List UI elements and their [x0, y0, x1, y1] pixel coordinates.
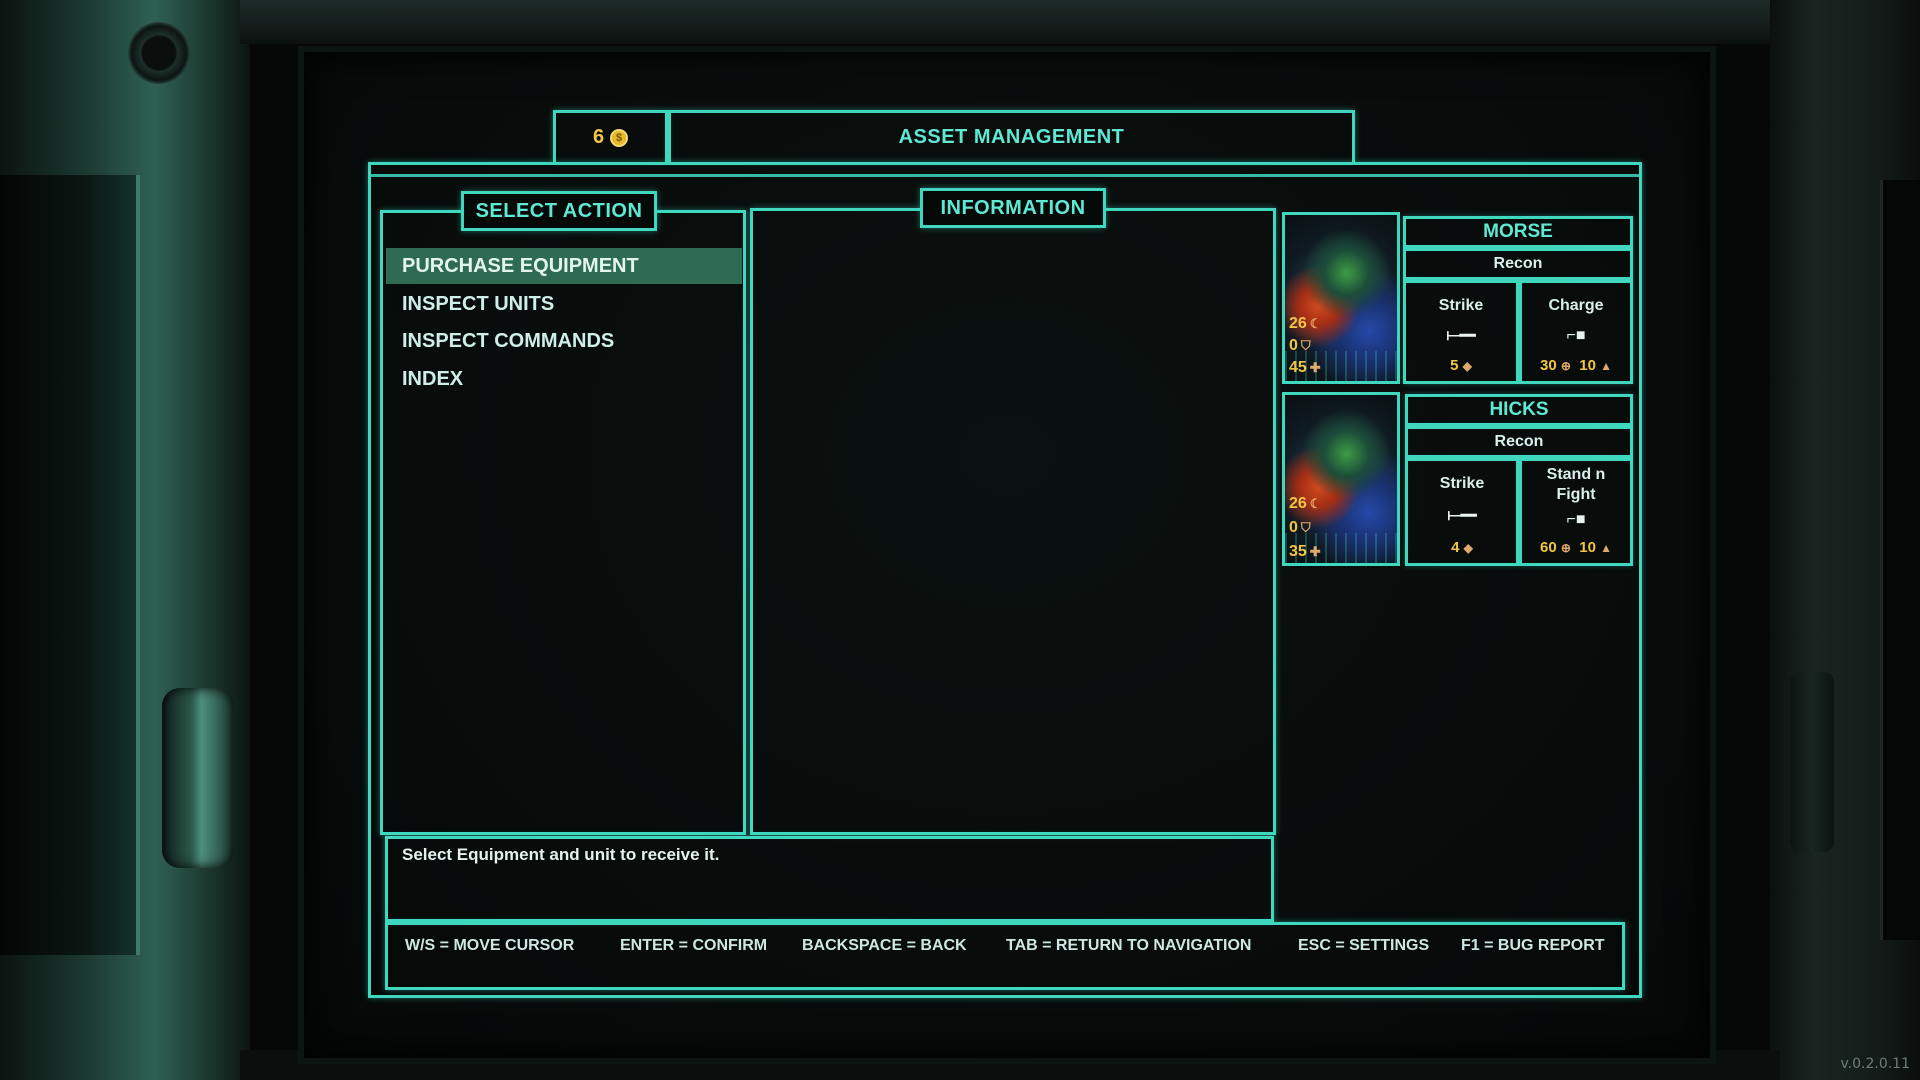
pistol-icon: ⌐■ — [1566, 511, 1586, 528]
credits-counter: 6 $ — [553, 110, 668, 162]
knife-icon: ⟝━ — [1446, 327, 1476, 344]
control-confirm: ENTER = CONFIRM — [620, 937, 768, 954]
range-icon: ▲ — [1600, 541, 1612, 555]
menu-item-index[interactable]: INDEX — [402, 367, 464, 390]
information-label: INFORMATION — [920, 188, 1106, 228]
stat-health: 45✚ — [1289, 359, 1321, 376]
monitor-bezel-top — [240, 0, 1780, 44]
health-icon: ✚ — [1309, 360, 1321, 375]
control-back: BACKSPACE = BACK — [802, 937, 967, 954]
ability-stand-n-fight[interactable]: Stand n Fight ⌐■ 60 ⊕ 10 ▲ — [1519, 458, 1633, 566]
control-bug-report: F1 = BUG REPORT — [1461, 937, 1605, 954]
controls-bar — [385, 922, 1625, 990]
unit-class: Recon — [1403, 248, 1633, 280]
damage-icon: ◆ — [1462, 359, 1472, 373]
control-return-navigation: TAB = RETURN TO NAVIGATION — [1006, 937, 1252, 954]
menu-item-inspect-commands[interactable]: INSPECT COMMANDS — [402, 329, 615, 352]
range-icon: ▲ — [1600, 359, 1612, 373]
shield-icon: ⛉ — [1300, 520, 1311, 535]
ability-strike[interactable]: Strike ⟝━ 5 ◆ — [1403, 280, 1519, 384]
menu-item-purchase-equipment[interactable]: PURCHASE EQUIPMENT — [386, 248, 742, 284]
hint-message: Select Equipment and unit to receive it. — [402, 845, 720, 864]
unit-name: HICKS — [1405, 394, 1633, 426]
credits-value: 6 — [592, 126, 605, 148]
unit-class: Recon — [1405, 426, 1633, 458]
monitor-bezel-right-slot — [1880, 180, 1920, 940]
monitor-bezel-left-edge — [0, 175, 140, 955]
accuracy-icon: ⊕ — [1560, 359, 1571, 373]
accuracy-icon: ⊕ — [1560, 541, 1571, 555]
shield-icon: ⛉ — [1300, 338, 1311, 353]
attack-icon: ☾ — [1309, 316, 1322, 331]
damage-icon: ◆ — [1463, 541, 1473, 555]
stat-attack: 26☾ — [1289, 495, 1322, 512]
control-move-cursor: W/S = MOVE CURSOR — [405, 937, 575, 954]
health-icon: ✚ — [1309, 544, 1321, 559]
bezel-handle — [162, 688, 234, 868]
screen-title: ASSET MANAGEMENT — [668, 110, 1355, 162]
frame-divider — [371, 174, 1639, 177]
stat-health: 35✚ — [1289, 543, 1321, 560]
unit-name: MORSE — [1403, 216, 1633, 248]
ability-charge[interactable]: Charge ⌐■ 30 ⊕ 10 ▲ — [1519, 280, 1633, 384]
main-frame — [368, 162, 1642, 998]
coin-icon: $ — [610, 128, 629, 147]
stat-attack: 26☾ — [1289, 315, 1322, 332]
control-settings: ESC = SETTINGS — [1298, 937, 1430, 954]
attack-icon: ☾ — [1309, 496, 1322, 511]
pistol-icon: ⌐■ — [1566, 327, 1586, 344]
unit-portrait: 26☾ 0⛉ 45✚ — [1282, 212, 1400, 384]
ability-strike[interactable]: Strike ⟝━ 4 ◆ — [1405, 458, 1519, 566]
stat-armor: 0⛉ — [1289, 519, 1311, 536]
monitor-bezel-right-tab — [1790, 672, 1834, 852]
select-action-label: SELECT ACTION — [461, 191, 657, 231]
unit-portrait: 26☾ 0⛉ 35✚ — [1282, 392, 1400, 566]
stat-armor: 0⛉ — [1289, 337, 1311, 354]
bezel-knob-icon — [128, 22, 190, 84]
knife-icon: ⟝━ — [1447, 507, 1477, 524]
menu-item-inspect-units[interactable]: INSPECT UNITS — [402, 292, 555, 315]
information-panel — [750, 208, 1276, 835]
version-label: v.0.2.0.11 — [1840, 1056, 1910, 1072]
message-panel — [385, 836, 1274, 922]
